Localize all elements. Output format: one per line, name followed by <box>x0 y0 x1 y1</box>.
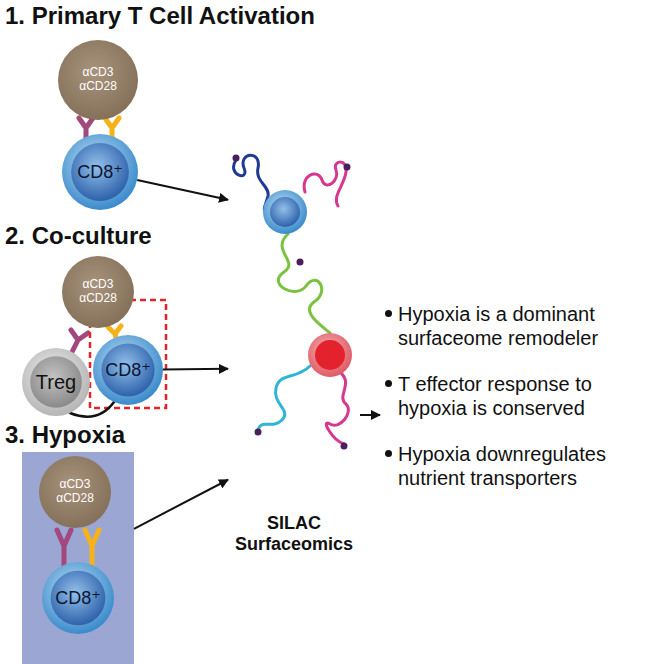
bullet-item: Hypoxia is a dominant surfaceome remodel… <box>398 302 656 350</box>
surfaceomics-panel: SILAC Surfaceomics <box>228 175 360 560</box>
labeled-cell-core <box>315 340 345 370</box>
glycan-dot <box>341 443 348 450</box>
antibody-bead: αCD3 αCD28 <box>39 456 111 528</box>
surface-proteins <box>234 155 349 444</box>
finding-text: T effector response to hypoxia is conser… <box>398 372 656 420</box>
cell-label: Treg <box>36 371 76 394</box>
protein-squiggle <box>234 155 269 214</box>
cell-membrane <box>93 335 163 405</box>
cell-nucleus <box>101 343 154 396</box>
cell-membrane <box>22 348 90 416</box>
finding-text: Hypoxia is a dominant surfaceome remodel… <box>398 302 656 350</box>
method-label: SILAC Surfaceomics <box>228 513 360 556</box>
glycan-dots <box>233 155 351 450</box>
bullet-dot <box>385 450 392 457</box>
panel-heading: 1. Primary T Cell Activation <box>5 2 315 30</box>
labeled-cell <box>308 333 352 377</box>
bullet-dot <box>385 380 392 387</box>
glycan-dot <box>233 155 240 162</box>
finding-text: Hypoxia downregulates nutrient transport… <box>398 442 656 490</box>
glycan-dot <box>255 429 262 436</box>
bullet-item: T effector response to hypoxia is conser… <box>398 372 656 420</box>
bead-body <box>62 256 134 328</box>
effector-cell-core <box>270 197 300 227</box>
panel-heading: 3. Hypoxia <box>5 421 125 449</box>
cd28-antibody <box>85 530 99 566</box>
panel-heading: 2. Co-culture <box>5 222 152 250</box>
treg-cell: Treg <box>22 348 90 416</box>
hypoxia-background <box>22 452 134 664</box>
cd8-t-cell: CD8⁺ <box>42 562 114 634</box>
glycan-dot <box>297 259 304 266</box>
flow-arrow <box>137 180 228 200</box>
hypoxia-panel: 3. HypoxiaαCD3 αCD28CD8⁺ <box>22 452 134 664</box>
cell-membrane <box>62 134 138 210</box>
flow-arrow <box>134 480 228 529</box>
cd3-antibody <box>57 530 71 566</box>
effector-cell <box>263 190 307 234</box>
cd8-t-cell: CD8⁺ <box>93 335 163 405</box>
glycan-dot <box>344 164 351 171</box>
flow-arrow <box>163 368 228 371</box>
cell-nucleus <box>51 571 106 626</box>
protein-squiggle <box>278 234 330 333</box>
bead-body <box>39 456 111 528</box>
bullet-item: Hypoxia downregulates nutrient transport… <box>398 442 656 490</box>
antibody-label: αCD3 αCD28 <box>75 278 121 306</box>
protein-squiggle <box>304 162 346 206</box>
cell-label: CD8⁺ <box>55 588 101 609</box>
antibody-label: αCD3 αCD28 <box>52 478 98 506</box>
cd3-antibody <box>71 330 88 352</box>
findings-list: Hypoxia is a dominant surfaceome remodel… <box>380 302 660 512</box>
bead-body <box>58 40 138 120</box>
protein-squiggle <box>326 372 348 444</box>
cell-membrane <box>42 562 114 634</box>
flow-arrow <box>360 414 380 416</box>
bullet-dot <box>385 310 392 317</box>
cell-label: CD8⁺ <box>105 360 151 381</box>
connectors <box>134 180 380 529</box>
cell-nucleus <box>71 143 129 201</box>
antibody-bead: αCD3 αCD28 <box>62 256 134 328</box>
cd8-t-cell: CD8⁺ <box>62 134 138 210</box>
antibody-bead: αCD3 αCD28 <box>58 40 138 120</box>
cell-label: CD8⁺ <box>77 162 123 183</box>
protein-squiggle <box>258 366 310 430</box>
antibody-label: αCD3 αCD28 <box>75 66 121 94</box>
cell-nucleus <box>30 356 82 408</box>
